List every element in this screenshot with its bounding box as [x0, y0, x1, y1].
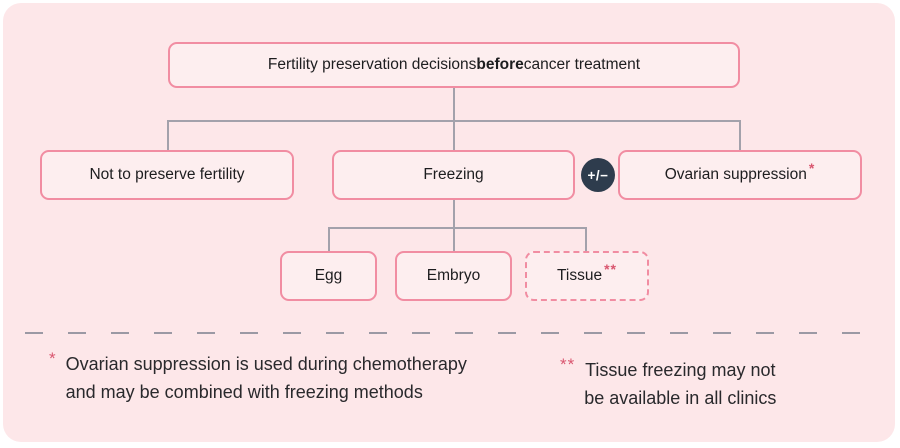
- node-freezing: Freezing: [332, 150, 575, 200]
- node-label: Tissue: [557, 267, 603, 284]
- node-not-preserve-fertility: Not to preserve fertility: [40, 150, 294, 200]
- node-label: Ovarian suppression: [664, 166, 807, 183]
- footnote-line: be available in all clinics: [584, 388, 777, 408]
- footnote-line: Ovarian suppression is used during chemo…: [65, 354, 467, 374]
- connector-freezing-down: [453, 200, 455, 227]
- node-embryo: Embryo: [395, 251, 512, 301]
- footnote-text: Tissue freezing may not be available in …: [584, 356, 776, 412]
- connector-stub-egg: [328, 227, 330, 251]
- node-label: Egg: [314, 267, 343, 284]
- node-ovarian-suppression: Ovarian suppression*: [618, 150, 862, 200]
- footnote-line: and may be combined with freezing method…: [65, 382, 423, 402]
- footnote-ovarian-suppression: * Ovarian suppression is used during che…: [49, 349, 467, 406]
- footnote-text: Ovarian suppression is used during chemo…: [66, 350, 467, 406]
- node-egg: Egg: [280, 251, 377, 301]
- node-tissue: Tissue**: [525, 251, 649, 301]
- node-label: Embryo: [426, 267, 481, 284]
- connector-stub-freezing: [453, 120, 455, 150]
- node-label: Freezing: [423, 166, 484, 183]
- root-text-after: cancer treatment: [523, 56, 641, 73]
- dashed-divider: [25, 332, 877, 334]
- footnote-asterisk: *: [49, 349, 57, 368]
- root-text-bold: before: [476, 56, 524, 73]
- connector-stub-embryo: [453, 227, 455, 251]
- footnote-marker-single-asterisk: *: [808, 160, 816, 176]
- plus-minus-label: +/−: [587, 167, 609, 183]
- footnote-tissue-freezing: ** Tissue freezing may not be available …: [560, 355, 776, 412]
- connector-row3-horizontal: [328, 227, 587, 229]
- connector-stub-tissue: [585, 227, 587, 251]
- footnote-marker-double-asterisk: **: [604, 261, 617, 277]
- connector-stub-ovarian: [739, 120, 741, 150]
- root-text-before: Fertility preservation decisions: [267, 56, 477, 73]
- plus-minus-badge: +/−: [581, 158, 615, 192]
- footnote-double-asterisk: **: [560, 355, 576, 374]
- footnote-line: Tissue freezing may not: [585, 360, 776, 380]
- node-label: Not to preserve fertility: [89, 166, 245, 183]
- connector-root-down: [453, 88, 455, 120]
- connector-stub-not-preserve: [167, 120, 169, 150]
- node-root-decision: Fertility preservation decisions before …: [168, 42, 740, 88]
